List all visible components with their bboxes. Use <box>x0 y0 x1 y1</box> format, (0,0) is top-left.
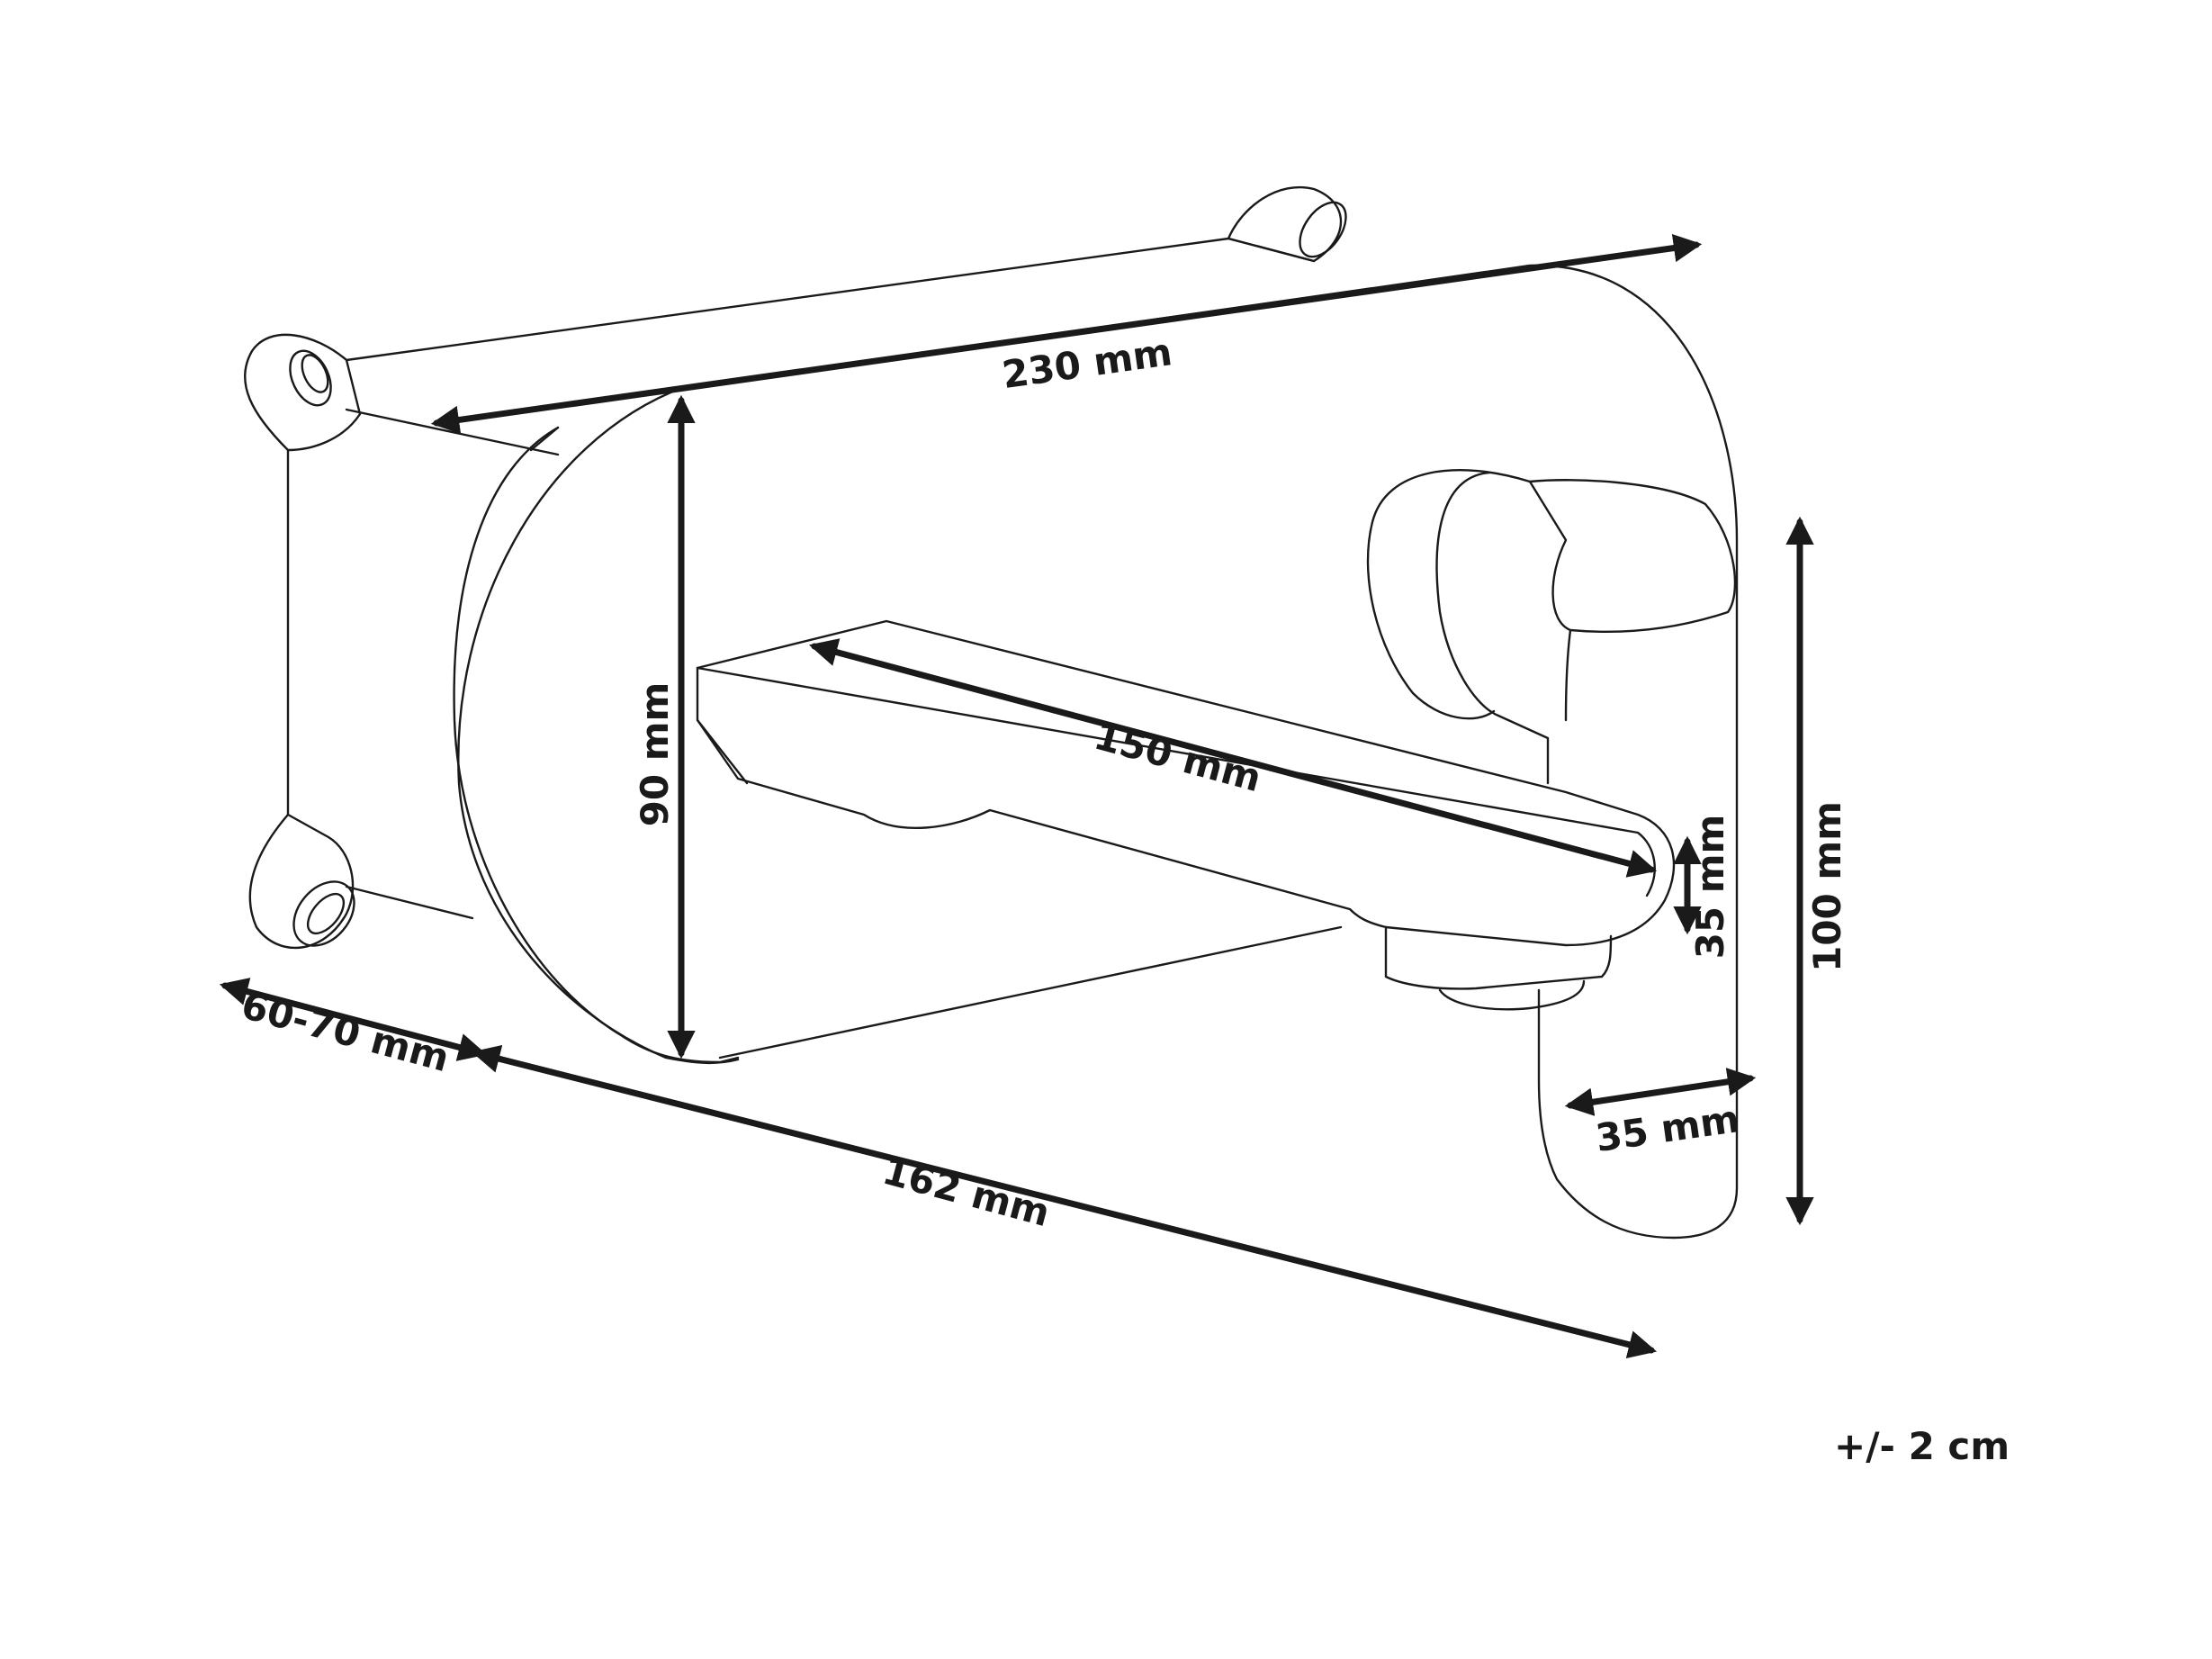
dim-arrow-wall-depth <box>219 978 488 1061</box>
dim-arrow-total-length <box>471 1044 1658 1359</box>
tolerance-note: +/- 2 cm <box>1834 1424 2010 1468</box>
label-wall-depth: 60-70 mm <box>237 983 454 1081</box>
mounting-lug-top-right <box>1227 185 1347 263</box>
label-plate-depth: 35 mm <box>1593 1096 1742 1160</box>
label-spout-height: 35 mm <box>1688 815 1732 960</box>
label-height-plate: 90 mm <box>633 682 677 827</box>
dim-arrow-spout-length <box>808 638 1658 878</box>
spout <box>696 619 1676 1011</box>
mixer-handle <box>1366 469 1737 785</box>
label-total-height: 100 mm <box>1805 801 1849 972</box>
mounting-lug-bottom-left <box>248 813 355 950</box>
label-spout-length: 150 mm <box>1090 714 1266 800</box>
mounting-lug-top-left <box>243 333 362 452</box>
label-total-length: 162 mm <box>878 1149 1055 1235</box>
dim-arrow-width-mixer <box>430 233 1703 435</box>
